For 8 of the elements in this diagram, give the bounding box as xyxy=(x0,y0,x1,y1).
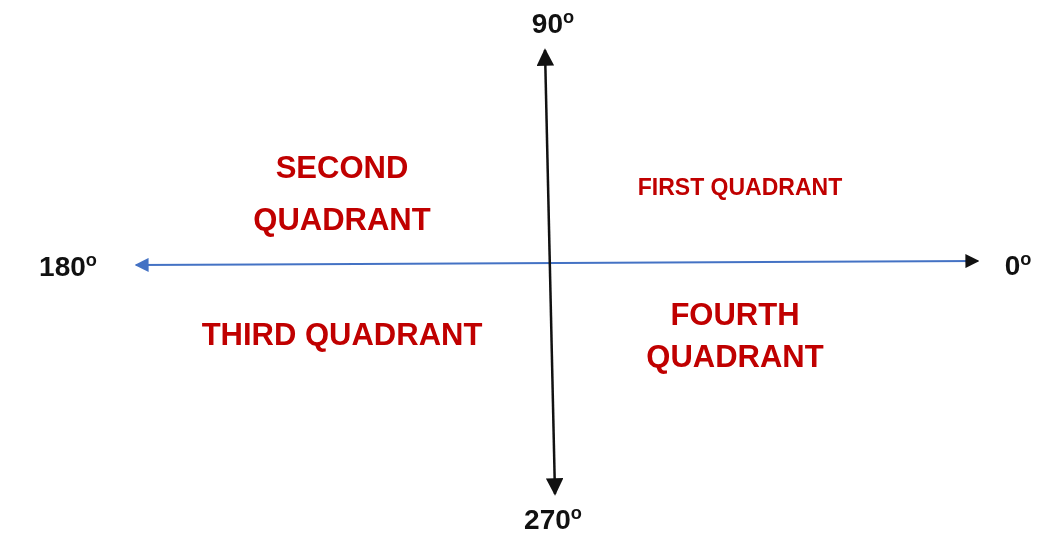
quadrant-label: FOURTH QUADRANT xyxy=(645,296,825,376)
angle-label: 270$^{o}$ xyxy=(523,504,583,536)
quadrant-label: FIRST QUADRANT xyxy=(636,172,844,202)
angle-label: 180$^{o}$ xyxy=(38,251,98,283)
quadrant-label: THIRD QUADRANT xyxy=(200,316,484,354)
angle-label: 90$^{o}$ xyxy=(530,8,576,40)
quadrant-label: SECOND QUADRANT xyxy=(252,149,432,239)
angle-label: 0$^{o}$ xyxy=(1003,250,1033,282)
